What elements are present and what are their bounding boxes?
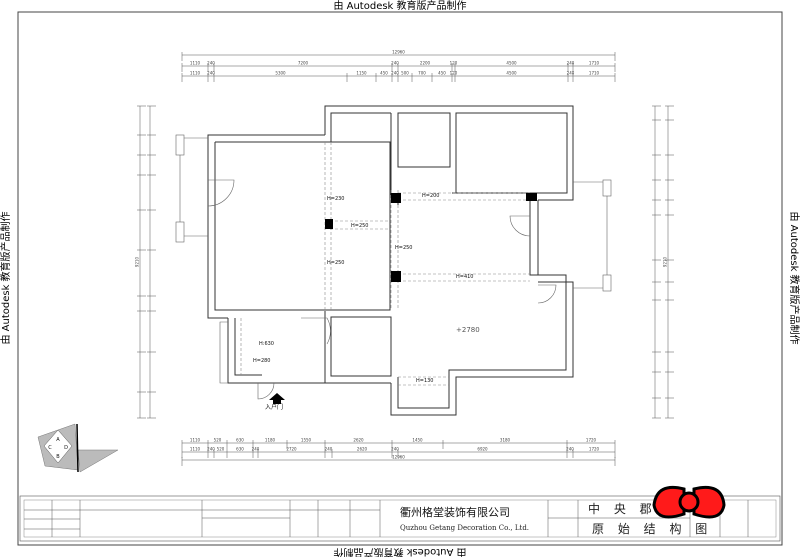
watermark-top: 由 Autodesk 教育版产品制作 (333, 0, 466, 12)
logo-letter: C (48, 445, 52, 451)
dimension-label: 120 (450, 71, 458, 76)
title-block: 衢州格堂装饰有限公司 Quzhou Getang Decoration Co.,… (19, 495, 781, 542)
dimension-label: 240 (252, 447, 260, 452)
beam-label: H=410 (456, 274, 474, 280)
dimension-label: 240 (325, 447, 333, 452)
column (325, 219, 333, 229)
dimension-label: 9210 (663, 256, 668, 267)
logo-letter: B (56, 454, 60, 460)
company-name-en: Quzhou Getang Decoration Co., Ltd. (400, 524, 529, 532)
beam-label: H=250 (327, 260, 345, 266)
dimension-label: 120 (450, 61, 458, 66)
dimension-label: 1720 (589, 447, 600, 452)
column (391, 271, 401, 282)
drawing-title: 原 始 结 构 图 (592, 521, 712, 536)
red-bow-sticker-icon (652, 485, 726, 519)
beam-label: H=230 (327, 196, 345, 202)
room-height-label: H:630 (259, 341, 274, 347)
dimension-label: 1550 (301, 438, 312, 443)
dimension-label: 500 (401, 71, 409, 76)
dimension-label: 240 (567, 71, 575, 76)
dimension-label: 240 (207, 71, 215, 76)
drawing-frame (17, 11, 783, 546)
dimension-label: 630 (236, 447, 244, 452)
entrance-arrow-icon (269, 393, 285, 404)
dimension-label: 4500 (506, 61, 517, 66)
dimension-label: 6920 (477, 447, 488, 452)
logo-letter: A (56, 437, 60, 443)
beam-label: H=130 (416, 378, 434, 384)
dimension-label: 450 (438, 71, 446, 76)
dimension-label: 240 (391, 61, 399, 66)
dimension-label: 240 (567, 61, 575, 66)
dimension-label: 7200 (298, 61, 309, 66)
dimension-label: 12960 (392, 455, 405, 460)
dimension-label: 1720 (586, 438, 597, 443)
project-name: 中 央 郡 (588, 501, 657, 516)
dimension-label: 2720 (286, 447, 297, 452)
dimension-label: 520 (217, 447, 225, 452)
logo-letter: D (64, 445, 68, 451)
dimension-label: 5300 (275, 71, 286, 76)
dimension-label: 1180 (265, 438, 276, 443)
beam-label: H=250 (395, 245, 413, 251)
beam-label: H=200 (422, 193, 440, 199)
company-name-cn: 衢州格堂装饰有限公司 (400, 505, 510, 519)
watermark-right: 由 Autodesk 教育版产品制作 (788, 211, 800, 344)
entrance-label: 入户门 (265, 403, 283, 411)
dimension-label: 1110 (190, 71, 201, 76)
dimension-lines: 12960 1110 240 7200 240 2200 120 4500 240 1710 111… (135, 50, 674, 466)
dimension-label: 240 (391, 447, 399, 452)
dimension-label: 520 (214, 438, 222, 443)
beam-label: H=280 (253, 358, 271, 364)
dimension-label: 240 (207, 447, 215, 452)
walls (175, 105, 612, 416)
columns (325, 193, 537, 282)
dimension-label: 240 (391, 71, 399, 76)
dimension-label: 12960 (392, 50, 405, 55)
dimension-label: 2620 (357, 447, 368, 452)
dimension-label: 240 (566, 447, 574, 452)
dimension-label: 1450 (412, 438, 423, 443)
beam-label: H=250 (351, 223, 369, 229)
dimension-label: 4500 (506, 71, 517, 76)
beam-labels: H=230 H=250 H=250 H=200 H=250 H=410 H=13… (253, 193, 480, 411)
dimension-label: 2200 (420, 61, 431, 66)
dimension-label: 630 (236, 438, 244, 443)
dimension-label: 1110 (190, 61, 201, 66)
beams (240, 142, 530, 386)
dimension-label: 9210 (135, 256, 140, 267)
watermark-left: 由 Autodesk 教育版产品制作 (0, 211, 12, 344)
watermark-bottom: 由 Autodesk 教育版产品制作 (333, 546, 466, 557)
dimension-label: 1150 (356, 71, 367, 76)
north-logo: A B C D (37, 423, 119, 473)
elevation-mark: +2780 (456, 326, 480, 334)
dimension-label: 240 (207, 61, 215, 66)
column (391, 193, 401, 203)
dimension-label: 1110 (190, 438, 201, 443)
column (526, 193, 537, 201)
dimension-label: 1710 (589, 71, 600, 76)
dimension-label: 700 (418, 71, 426, 76)
dimension-label: 3180 (500, 438, 511, 443)
dimension-label: 1710 (589, 61, 600, 66)
dimension-label: 2620 (353, 438, 364, 443)
dimension-label: 1110 (190, 447, 201, 452)
dimension-label: 450 (380, 71, 388, 76)
